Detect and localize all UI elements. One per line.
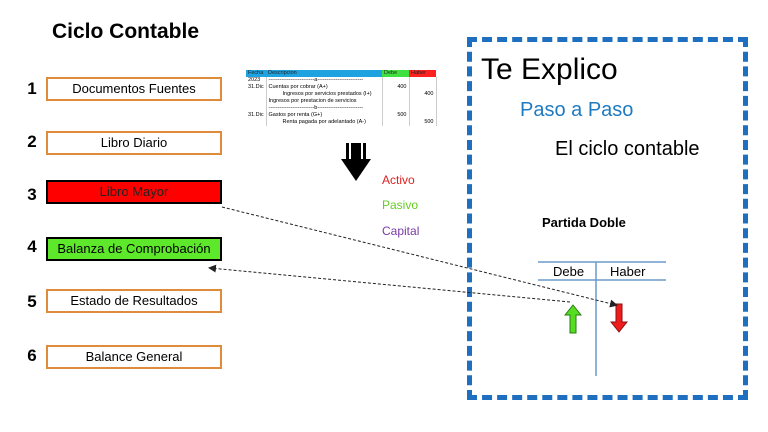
- panel-topic: El ciclo contable: [555, 138, 700, 160]
- journal-row: Ingresos por servicios prestados (I+) 400: [246, 91, 437, 98]
- journal-table: Fecha Descripcion Debe Haber 2023-------…: [246, 70, 437, 136]
- journal-cell-descripcion: Ingresos por servicios prestados (I+): [266, 91, 383, 98]
- step-number-5: 5: [27, 292, 37, 311]
- journal-header-descripcion: Descripcion: [266, 70, 382, 77]
- journal-cell-debe: [382, 91, 410, 98]
- journal-cell-haber: [409, 105, 437, 112]
- journal-cell-haber: 400: [409, 91, 437, 98]
- step-number-3: 3: [27, 185, 37, 204]
- journal-cell-haber: [409, 112, 437, 119]
- journal-cell-descripcion: -------------------------a--------------…: [266, 77, 383, 84]
- explanation-frame: [467, 37, 748, 400]
- journal-header-debe: Debe: [382, 70, 409, 77]
- step-number-6: 6: [27, 346, 37, 365]
- step-number-1: 1: [27, 79, 37, 98]
- journal-cell-haber: [409, 98, 437, 105]
- page-title: Ciclo Contable: [52, 20, 200, 43]
- journal-cell-fecha: [246, 98, 267, 105]
- panel-heading: Te Explico: [481, 53, 618, 86]
- account-capital: Capital: [382, 224, 420, 238]
- journal-row: Ingresos por prestacion de servicios: [246, 98, 437, 105]
- partida-doble-label: Partida Doble: [542, 215, 626, 230]
- step-number-2: 2: [27, 132, 37, 151]
- journal-row: -------------------------b--------------…: [246, 105, 437, 112]
- step-libro-mayor: Libro Mayor: [46, 180, 222, 204]
- t-account-haber: Haber: [610, 264, 646, 279]
- journal-cell-descripcion: -------------------------b--------------…: [266, 105, 383, 112]
- journal-cell-fecha: [246, 119, 267, 126]
- journal-cell-haber: 500: [409, 119, 437, 126]
- journal-cell-debe: [382, 98, 410, 105]
- journal-header-haber: Haber: [409, 70, 436, 77]
- journal-header-fecha: Fecha: [246, 70, 266, 77]
- journal-row: 2023-------------------------a----------…: [246, 77, 437, 84]
- journal-cell-debe: [382, 105, 410, 112]
- connector-debe-to-balanza: [208, 264, 571, 303]
- arrow-up-icon: [564, 304, 582, 334]
- journal-cell-descripcion: Ingresos por prestacion de servicios: [266, 98, 383, 105]
- journal-cell-descripcion: Cuentas por cobrar (A+): [266, 84, 383, 91]
- step-documentos-fuentes: Documentos Fuentes: [46, 77, 222, 101]
- journal-cell-debe: [382, 77, 410, 84]
- journal-cell-fecha: 31.Dic: [246, 112, 267, 119]
- journal-header-row: Fecha Descripcion Debe Haber: [246, 70, 436, 77]
- journal-cell-fecha: [246, 91, 267, 98]
- journal-cell-fecha: 2023: [246, 77, 267, 84]
- journal-cell-debe: [382, 119, 410, 126]
- journal-cell-fecha: 31.Dic: [246, 84, 267, 91]
- step-libro-diario: Libro Diario: [46, 131, 222, 155]
- journal-cell-fecha: [246, 105, 267, 112]
- step-number-4: 4: [27, 237, 37, 256]
- arrow-down-icon: [610, 303, 628, 333]
- journal-cell-haber: [409, 84, 437, 91]
- step-estado-de-resultados: Estado de Resultados: [46, 289, 222, 313]
- down-arrow-icon: [341, 143, 371, 181]
- panel-subheading: Paso a Paso: [520, 99, 634, 121]
- journal-cell-descripcion: Renta pagada por adelantado (A-): [266, 119, 383, 126]
- step-balance-general: Balance General: [46, 345, 222, 369]
- t-account-diagram: [538, 261, 666, 376]
- account-pasivo: Pasivo: [382, 198, 419, 212]
- t-account-debe: Debe: [553, 264, 585, 279]
- account-activo: Activo: [382, 173, 415, 187]
- step-balanza-de-comprobacion: Balanza de Comprobación: [46, 237, 222, 261]
- journal-cell-debe: 500: [382, 112, 410, 119]
- connector-mayor-to-haber: [221, 206, 618, 308]
- journal-cell-descripcion: Gastos por renta (G+): [266, 112, 383, 119]
- journal-cell-debe: 400: [382, 84, 410, 91]
- journal-cell-haber: [409, 77, 437, 84]
- journal-row: Renta pagada por adelantado (A-) 500: [246, 119, 437, 126]
